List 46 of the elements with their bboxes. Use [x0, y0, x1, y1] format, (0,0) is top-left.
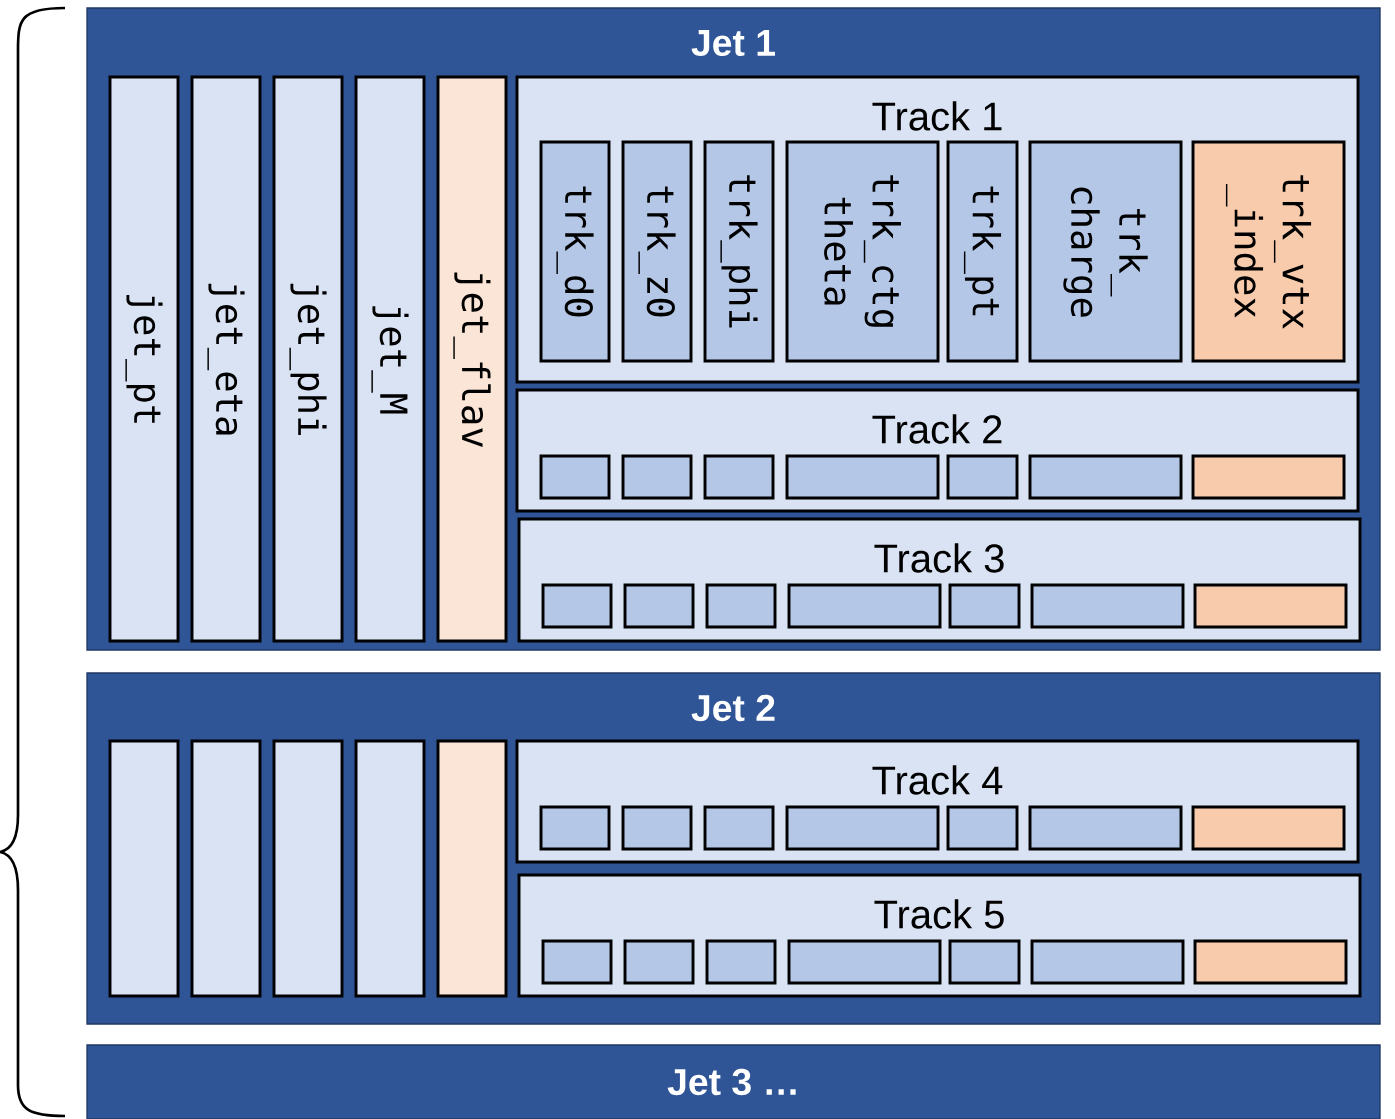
field-box	[705, 583, 777, 629]
field-box	[539, 805, 611, 851]
field-box	[703, 805, 775, 851]
field-box	[541, 583, 613, 629]
field-box	[787, 583, 942, 629]
variable-bar: jet_pt	[108, 75, 180, 643]
field-box	[785, 454, 940, 500]
field-box	[623, 939, 695, 985]
field-box: trk_z0	[621, 140, 693, 363]
field-box: trk_pt	[946, 140, 1019, 363]
variable-bar: jet_eta	[190, 75, 262, 643]
field-box	[787, 939, 942, 985]
field-box	[539, 454, 611, 500]
variable-bar	[190, 739, 262, 998]
field-box	[621, 805, 693, 851]
field-box	[703, 454, 775, 500]
field-box: trk_phi	[703, 140, 775, 363]
field-box	[1028, 454, 1183, 500]
field-box	[1028, 805, 1183, 851]
field-box	[948, 939, 1021, 985]
field-box	[623, 583, 695, 629]
variable-bar: jet_flav	[436, 75, 508, 643]
field-box	[946, 454, 1019, 500]
field-box	[785, 805, 940, 851]
field-box: trk_ctg theta	[785, 140, 940, 363]
variable-bar: jet_phi	[272, 75, 344, 643]
variable-bar	[436, 739, 508, 998]
field-box	[1191, 454, 1346, 500]
field-box	[1193, 583, 1348, 629]
variable-bar	[354, 739, 426, 998]
field-box	[621, 454, 693, 500]
field-box	[1030, 583, 1185, 629]
field-box	[948, 583, 1021, 629]
field-box	[946, 805, 1019, 851]
field-box	[1193, 939, 1348, 985]
field-box: trk_ charge	[1028, 140, 1183, 363]
field-box: trk_d0	[539, 140, 611, 363]
field-box	[541, 939, 613, 985]
field-box	[705, 939, 777, 985]
variable-bar	[272, 739, 344, 998]
variable-bar	[108, 739, 180, 998]
field-box: trk_vtx _index	[1191, 140, 1346, 363]
variable-bar: jet_M	[354, 75, 426, 643]
field-box	[1030, 939, 1185, 985]
field-box	[1191, 805, 1346, 851]
jet-panel: Jet 3 …	[86, 1044, 1381, 1119]
